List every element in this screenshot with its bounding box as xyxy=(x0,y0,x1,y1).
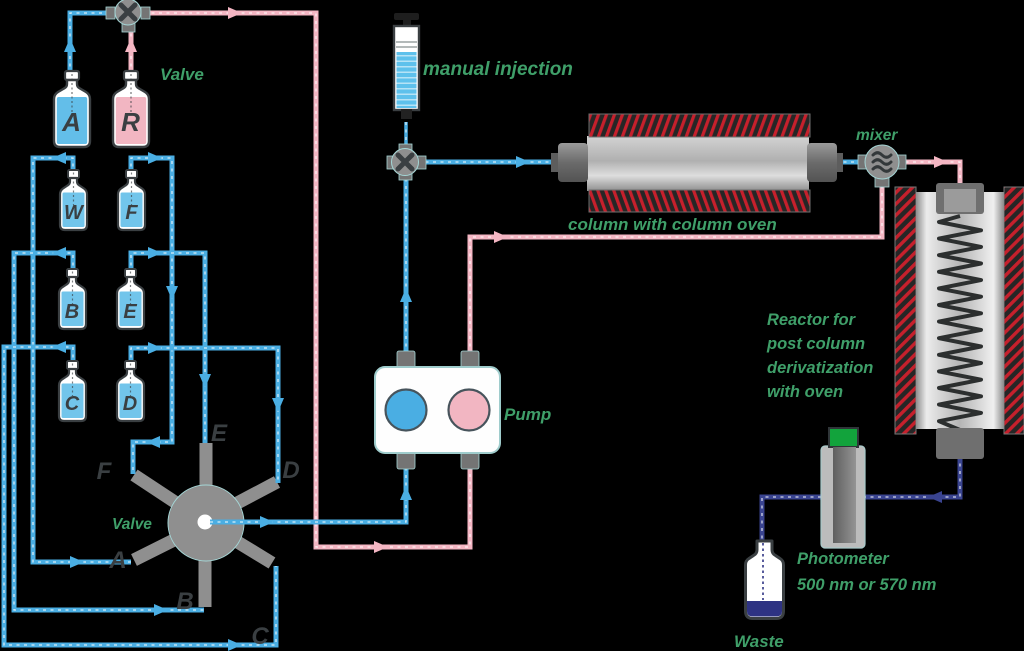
tube-valve-to-pump xyxy=(144,10,473,550)
syringe-needle xyxy=(401,109,412,119)
pump-head-blue xyxy=(384,388,428,432)
bottle-d-label: D xyxy=(123,393,137,415)
bottle-labels: A R W F B E C D xyxy=(61,107,140,415)
reactor-coil xyxy=(937,214,983,432)
port-d-label: D xyxy=(282,457,299,484)
waste-bottle-body xyxy=(744,539,785,620)
valve-port-labels: E D F A B C xyxy=(97,420,300,650)
port-b-label: B xyxy=(176,588,193,615)
captions: Valve manual injection column with colum… xyxy=(112,59,936,651)
bottle-c-label: C xyxy=(65,393,80,415)
bottle-e-label: E xyxy=(123,301,137,323)
port-a-label: A xyxy=(108,547,126,574)
tube-w-to-port-a xyxy=(30,155,131,565)
valve-x-icon xyxy=(118,2,138,22)
label-top-valve: Valve xyxy=(160,65,204,84)
label-reactor-3: derivatization xyxy=(767,359,873,377)
rotary-valve xyxy=(130,443,281,607)
mixer xyxy=(857,144,907,188)
photometer xyxy=(820,427,866,549)
column-endcap-right xyxy=(807,143,837,182)
reactor-heater-left xyxy=(894,186,917,435)
label-pump: Pump xyxy=(504,405,551,424)
syringe-plunger-handle xyxy=(394,13,419,20)
waves-icon xyxy=(871,151,893,173)
top-valve xyxy=(105,0,151,33)
bottle-b-label: B xyxy=(65,301,79,323)
waste-liquid xyxy=(747,601,782,617)
label-photometer: Photometer xyxy=(797,550,890,568)
waste-bottle xyxy=(744,539,785,620)
bottle-a-label: A xyxy=(61,107,81,137)
label-reactor-4: with oven xyxy=(767,383,843,401)
label-manual-injection: manual injection xyxy=(423,59,573,80)
column-heater-bottom xyxy=(588,189,811,213)
label-mixer: mixer xyxy=(856,127,898,144)
column-oven xyxy=(551,113,843,213)
label-photometer-wavelength: 500 nm or 570 nm xyxy=(797,576,936,594)
photometer-cell xyxy=(833,447,856,543)
pump-head-pink xyxy=(447,388,491,432)
bottle-w-label: W xyxy=(64,202,85,224)
port-f-label: F xyxy=(97,458,113,485)
column-endcap-left xyxy=(558,143,588,182)
tubing-blue xyxy=(1,10,866,648)
column-heater-top xyxy=(588,113,811,138)
port-c-label: C xyxy=(251,623,269,650)
label-column: column with column oven xyxy=(568,215,777,234)
reactor-heater-right xyxy=(1003,186,1024,435)
label-rotary-valve: Valve xyxy=(112,516,152,533)
syringe-plunger-stem xyxy=(403,19,411,27)
injection-valve xyxy=(386,143,427,181)
bottle-f-label: F xyxy=(125,202,138,224)
tube-a-to-valve xyxy=(67,10,114,74)
injector-x-icon xyxy=(395,152,415,172)
reactor-cap-bottom xyxy=(936,428,984,459)
rotary-valve-rotor xyxy=(197,514,213,530)
photometer-cap xyxy=(828,427,859,448)
syringe xyxy=(392,13,421,119)
syringe-liquid xyxy=(396,52,417,108)
bottle-r-label: R xyxy=(121,107,140,137)
port-e-label: E xyxy=(211,420,228,447)
pump xyxy=(374,350,501,470)
label-reactor-1: Reactor for xyxy=(767,311,857,329)
reactor xyxy=(894,183,1024,459)
column-body xyxy=(587,136,809,191)
label-reactor-2: post column xyxy=(766,335,865,353)
label-waste: Waste xyxy=(734,632,784,651)
